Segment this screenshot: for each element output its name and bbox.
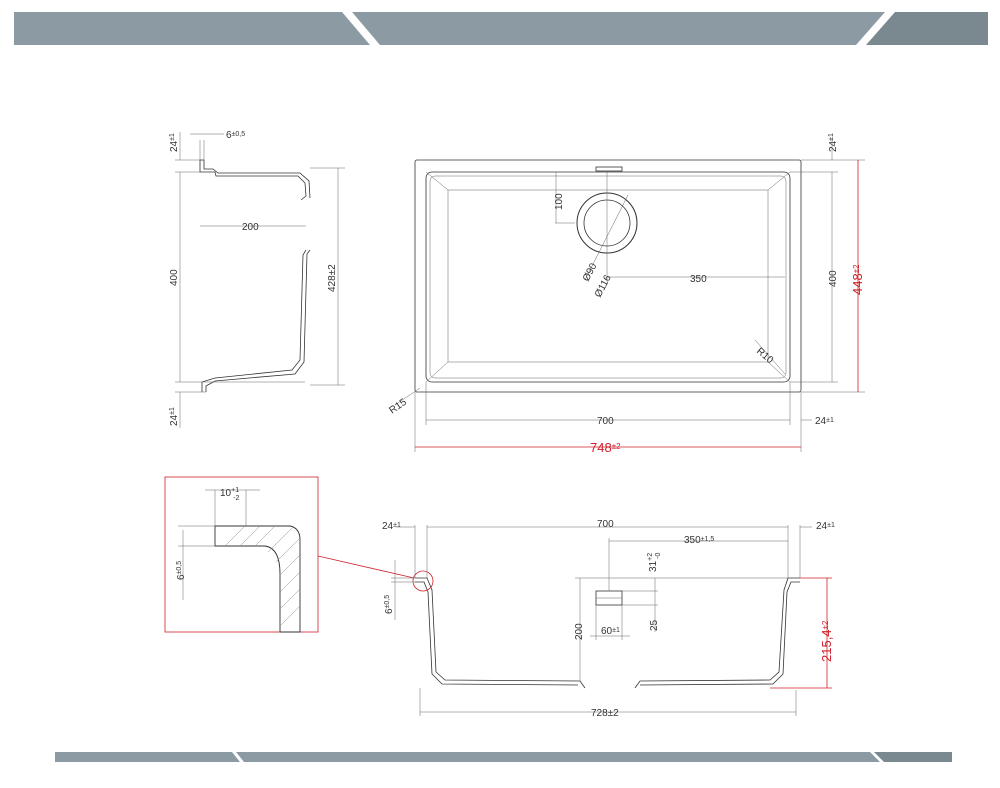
section-inner-depth: 200 (574, 623, 585, 640)
top-drain-outer: Ø116 (593, 273, 614, 299)
side-top-lip: 24±1 (169, 133, 180, 152)
section-lip-left: 24±1 (382, 521, 401, 532)
side-view: 24±1 6±0,5 200 400 428±2 24±1 (169, 130, 345, 428)
section-drain-depth: 25 (649, 619, 660, 631)
section-drain-center: 350±1,5 (684, 535, 714, 546)
top-inner-length: 700 (597, 416, 614, 427)
top-drain-center: 350 (690, 274, 707, 285)
side-bottom-lip: 24±1 (169, 407, 180, 426)
side-total-depth: 428±2 (327, 264, 338, 292)
section-wall: 6±0,5 (384, 595, 395, 614)
top-lip-right: 24±1 (815, 416, 834, 427)
top-corner-inner: R10 (754, 346, 775, 367)
top-banner (14, 12, 988, 45)
detail-view: 10+1-2 6±0,5 (164, 476, 415, 633)
top-overall-width: 448±2 (850, 264, 865, 295)
section-overall-length: 728±2 (591, 708, 619, 719)
detail-flange: 10+1-2 (220, 487, 239, 502)
detail-callout-circle (412, 570, 434, 592)
top-overall-length: 748±2 (590, 440, 621, 455)
section-drain-height: 31+2-0 (647, 553, 662, 572)
top-drain-offset: 100 (554, 193, 565, 210)
top-lip-top: 24±1 (828, 133, 839, 152)
bottom-banner (55, 752, 952, 762)
detail-wall: 6±0,5 (176, 561, 187, 580)
side-inner-width: 200 (242, 222, 259, 233)
section-lip-right: 24±1 (816, 521, 835, 532)
section-view: 24±1 700 24±1 350±1,5 31+2-0 6±0,5 200 6… (382, 519, 835, 719)
section-drain-width: 60±1 (601, 626, 620, 637)
section-overall-height: 215,4±2 (819, 620, 834, 662)
top-drain-inner: Ø90 (581, 261, 600, 283)
top-view: 100 Ø90 Ø116 350 R10 R15 700 24±1 748±2 … (387, 133, 865, 455)
top-inner-width: 400 (828, 270, 839, 287)
section-inner-length: 700 (597, 519, 614, 530)
side-depth: 400 (169, 269, 180, 286)
top-corner-outer: R15 (387, 397, 409, 417)
side-wall: 6±0,5 (226, 130, 245, 141)
